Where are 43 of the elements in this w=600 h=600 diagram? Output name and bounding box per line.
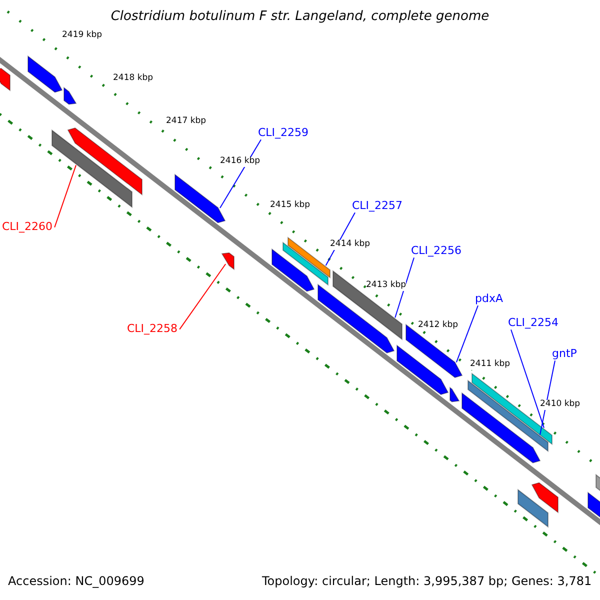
gene-label: CLI_2260 [2,221,53,234]
gene-block [462,392,541,464]
gene-label: CLI_2256 [411,245,462,258]
gene-block [67,127,142,196]
tick-label: 2413 kbp [366,281,406,291]
accession-text: Accession: NC_009699 [8,575,144,589]
tick-label: 2412 kbp [418,321,458,331]
gene-block [272,248,315,292]
genome-title: Clostridium botulinum F str. Langeland, complete genome [110,10,490,25]
leader-line [510,329,544,428]
tick-label: 2419 kbp [62,31,102,41]
gene-block [0,68,10,92]
gene-block [174,174,226,224]
genome-stats-text: Topology: circular; Length: 3,995,387 bp; Genes: 3,781 [262,575,592,589]
gene-band [282,242,328,286]
gene-block [396,344,449,396]
gene-block [221,252,234,270]
gene-label: CLI_2254 [508,317,559,330]
tick-label: 2415 kbp [270,201,310,211]
tick-label: 2416 kbp [220,157,260,167]
gene-label: CLI_2258 [127,323,178,336]
tick-label: 2414 kbp [330,240,370,250]
tick-label: 2417 kbp [166,117,206,127]
leader-line [456,305,478,363]
gene-label: gntP [552,348,577,361]
gene-block [531,482,558,514]
leader-line [54,164,76,228]
tick-label: 2411 kbp [470,360,510,370]
leader-line [179,264,226,330]
gene-label: CLI_2257 [352,200,403,213]
gene-block [28,55,63,93]
gene-band [288,236,330,279]
gene-block [64,86,77,105]
tick-label: 2418 kbp [113,74,154,84]
gene-label: pdxA [475,293,503,306]
tick-label: 2410 kbp [540,400,580,410]
leader-line [540,360,556,436]
gene-block [450,386,460,402]
gene-label: CLI_2259 [258,127,309,140]
leader-line [394,257,414,318]
gene-block [588,492,600,520]
gene-band [52,129,132,208]
gene-band [518,488,548,528]
